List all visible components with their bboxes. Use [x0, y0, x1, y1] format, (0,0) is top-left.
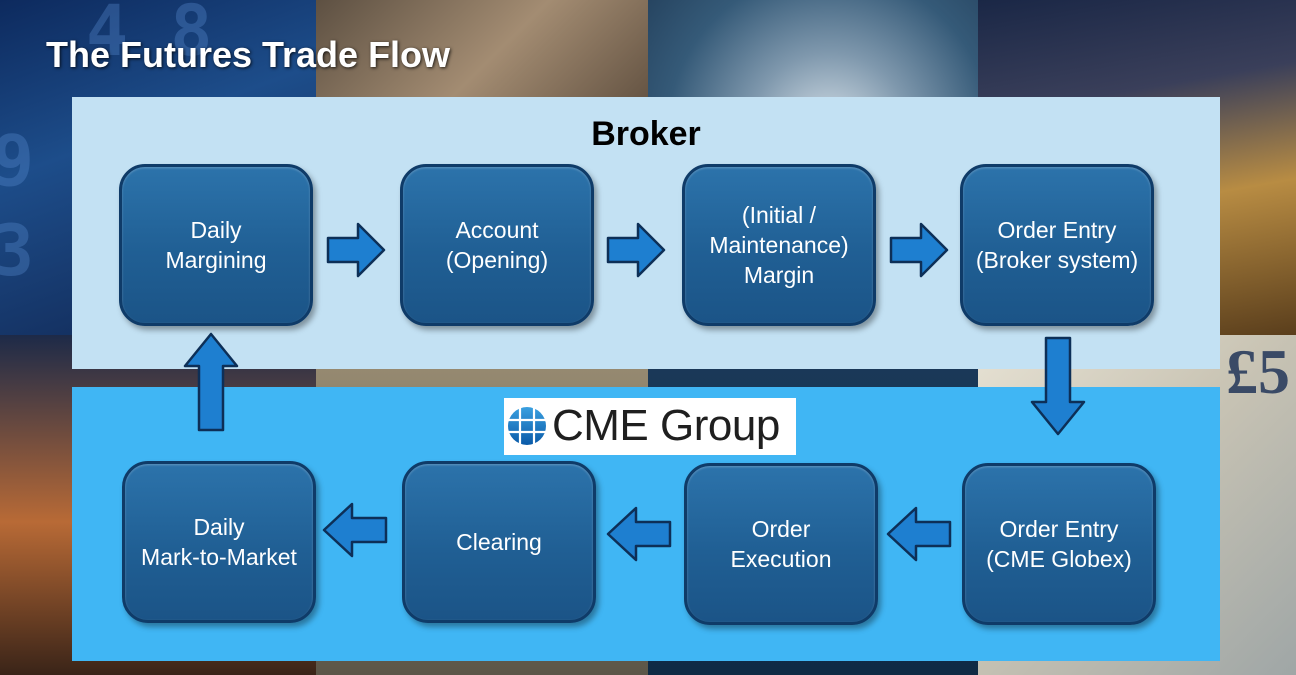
step-clearing: Clearing: [402, 461, 596, 623]
step-order-execution: Order Execution: [684, 463, 878, 625]
arrow-up-icon: [183, 332, 239, 432]
cme-group-logo-text: CME Group: [552, 401, 780, 450]
arrow-left-icon: [886, 506, 952, 562]
arrow-right-icon: [889, 222, 949, 278]
globe-icon: [508, 407, 546, 445]
cme-group-logo: CME Group: [504, 398, 796, 455]
arrow-left-icon: [322, 502, 388, 558]
background-digits-decoration: 3: [0, 210, 35, 292]
step-daily-margining: Daily Margining: [119, 164, 313, 326]
step-daily-mark-to-market: Daily Mark-to-Market: [122, 461, 316, 623]
step-order-entry-broker: Order Entry (Broker system): [960, 164, 1154, 326]
step-margin: (Initial / Maintenance) Margin: [682, 164, 876, 326]
arrow-left-icon: [606, 506, 672, 562]
step-account-opening: Account (Opening): [400, 164, 594, 326]
page-title: The Futures Trade Flow: [46, 34, 451, 75]
banknote-pound-decoration: £5: [1226, 336, 1290, 407]
arrow-right-icon: [326, 222, 386, 278]
step-order-entry-globex: Order Entry (CME Globex): [962, 463, 1156, 625]
background-digits-decoration: 4 8: [86, 0, 213, 72]
arrow-right-icon: [606, 222, 666, 278]
broker-heading: Broker: [591, 115, 701, 153]
arrow-down-icon: [1030, 336, 1086, 436]
background-digits-decoration: 9: [0, 120, 35, 202]
